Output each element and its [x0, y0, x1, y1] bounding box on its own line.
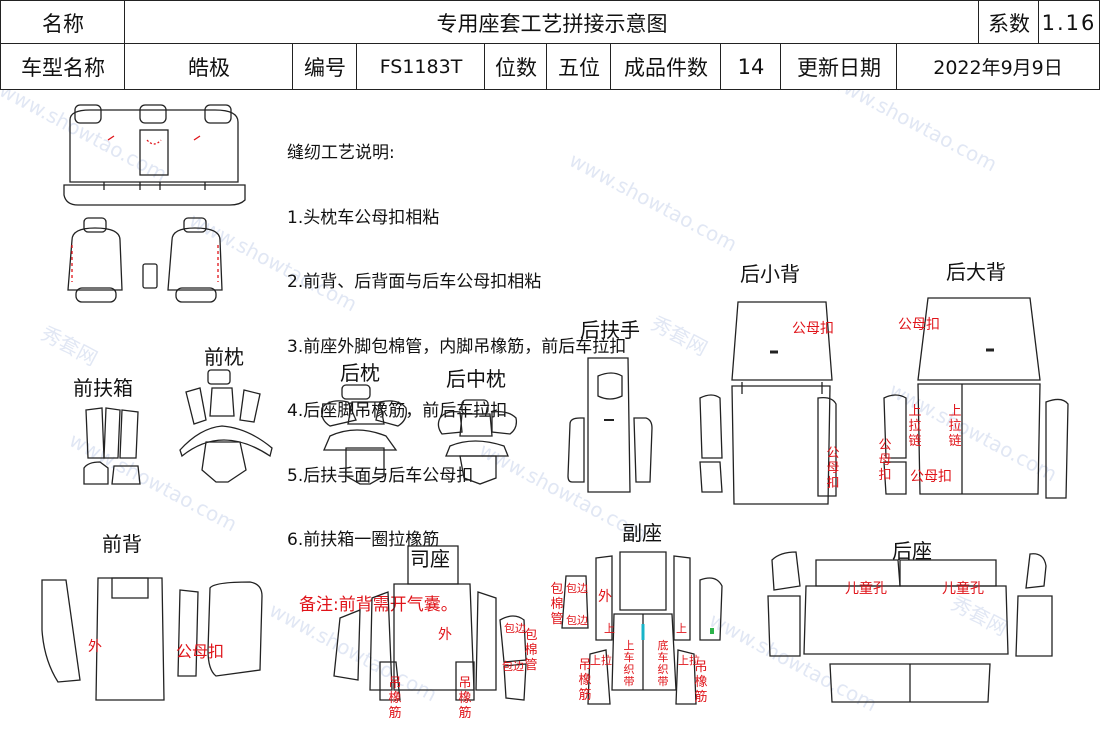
rear-armrest-pattern [567, 357, 653, 493]
annotation-snap-vertical: 公母扣 [826, 446, 840, 491]
rear-big-back-pattern [883, 297, 1069, 499]
annotation-up: 上 [676, 622, 687, 635]
annotation-pull: 上拉 [590, 654, 612, 667]
annotation-elastic: 吊橡筋 [694, 660, 708, 705]
section-passenger-seat: 副座 [622, 521, 662, 545]
annotation-up-car-strip: 上车织带 [623, 639, 635, 688]
annotation-up: 上 [604, 622, 615, 635]
notes-item: 4.后座脚吊橡筋，前后车拉扣 [287, 401, 508, 421]
section-front-pillow: 前枕 [204, 345, 244, 369]
notes-item: 1.头枕车公母扣相粘 [287, 207, 440, 228]
annotation-snap: 公母扣 [792, 321, 834, 337]
annotation-outer: 外 [598, 589, 612, 605]
notes-item: 5.后扶手面与后车公母扣 [287, 465, 474, 486]
annotation-child-hole: 儿童孔 [845, 581, 887, 597]
date-label: 更新日期 [780, 43, 898, 90]
annotation-bottom-strip: 底车织带 [657, 639, 669, 688]
section-driver-seat: 司座 [410, 547, 450, 571]
annotation-elastic: 吊橡筋 [578, 658, 592, 703]
annotation-pull: 上拉 [678, 654, 700, 667]
rear-seat-pattern [767, 551, 1053, 703]
seat-overview-illustration [63, 104, 246, 303]
annotation-cotton-pipe: 包棉管 [550, 582, 564, 627]
code-value: FS1183T [356, 43, 486, 90]
section-rear-armrest: 后扶手 [580, 318, 640, 342]
notes-item: 6.前扶箱一圈拉橡筋 [287, 530, 440, 550]
sewing-notes: 缝纫工艺说明: 1.头枕车公母扣相粘 2.前背、后背面与后车公母扣相粘 3.前座… [287, 100, 626, 638]
pieces-value: 14 [720, 43, 782, 90]
section-rear-seat: 后座 [892, 539, 932, 563]
section-front-armbox: 前扶箱 [73, 376, 133, 400]
code-label: 编号 [292, 43, 358, 90]
coef-label: 系数 [978, 0, 1040, 45]
annotation-snap: 公母扣 [898, 317, 940, 333]
name-label: 名称 [0, 0, 126, 45]
front-armbox-pattern [83, 407, 141, 485]
notes-item: 3.前座外脚包棉管，内脚吊橡筋，前后车拉扣 [287, 336, 627, 357]
section-front-back: 前背 [102, 532, 142, 556]
front-pillow-pattern [179, 369, 273, 483]
annotation-up-pull-vertical: 上拉链 [908, 404, 922, 449]
passenger-seat-pattern [561, 551, 723, 705]
annotation-outer: 外 [88, 639, 102, 655]
model-label: 车型名称 [0, 43, 126, 90]
annotation-wrap-edge: 包边 [566, 582, 588, 595]
rear-small-back-pattern [699, 301, 837, 505]
annotation-snap: 公母扣 [176, 642, 225, 661]
model-value: 皓极 [124, 43, 294, 90]
section-rear-mid-pillow: 后中枕 [446, 367, 506, 391]
section-rear-pillow: 后枕 [340, 361, 380, 385]
front-back-pattern [41, 577, 263, 701]
header-table: 名称 专用座套工艺拼接示意图 系数 1.16 车型名称 皓极 编号 FS1183… [0, 0, 1100, 90]
annotation-up-pull-vertical: 上拉链 [948, 404, 962, 449]
annotation-wrap-edge: 包边 [502, 660, 524, 673]
annotation-snap: 公母扣 [910, 469, 952, 485]
section-rear-big-back: 后大背 [946, 260, 1006, 284]
pieces-label: 成品件数 [610, 43, 722, 90]
annotation-outer: 外 [438, 627, 452, 643]
notes-item: 2.前背、后背面与后车公母扣相粘 [287, 272, 542, 292]
coef-value: 1.16 [1038, 0, 1100, 45]
annotation-cotton-pipe: 包棉管 [524, 628, 538, 673]
annotation-snap-vertical: 公母扣 [878, 438, 892, 483]
notes-remark: 备注:前背需开气囊。 [299, 594, 458, 615]
annotation-elastic: 吊橡筋 [458, 676, 472, 721]
rear-mid-pillow-pattern [437, 399, 518, 485]
section-rear-small-back: 后小背 [740, 262, 800, 286]
annotation-child-hole: 儿童孔 [942, 581, 984, 597]
rear-pillow-pattern [321, 384, 407, 485]
driver-seat-pattern [333, 545, 527, 701]
annotation-elastic: 吊橡筋 [388, 676, 402, 721]
annotation-wrap-edge: 包边 [566, 614, 588, 627]
annotation-wrap-edge: 包边 [504, 622, 526, 635]
pos-label: 位数 [484, 43, 548, 90]
notes-title: 缝纫工艺说明: [287, 143, 395, 163]
date-value: 2022年9月9日 [896, 43, 1100, 90]
